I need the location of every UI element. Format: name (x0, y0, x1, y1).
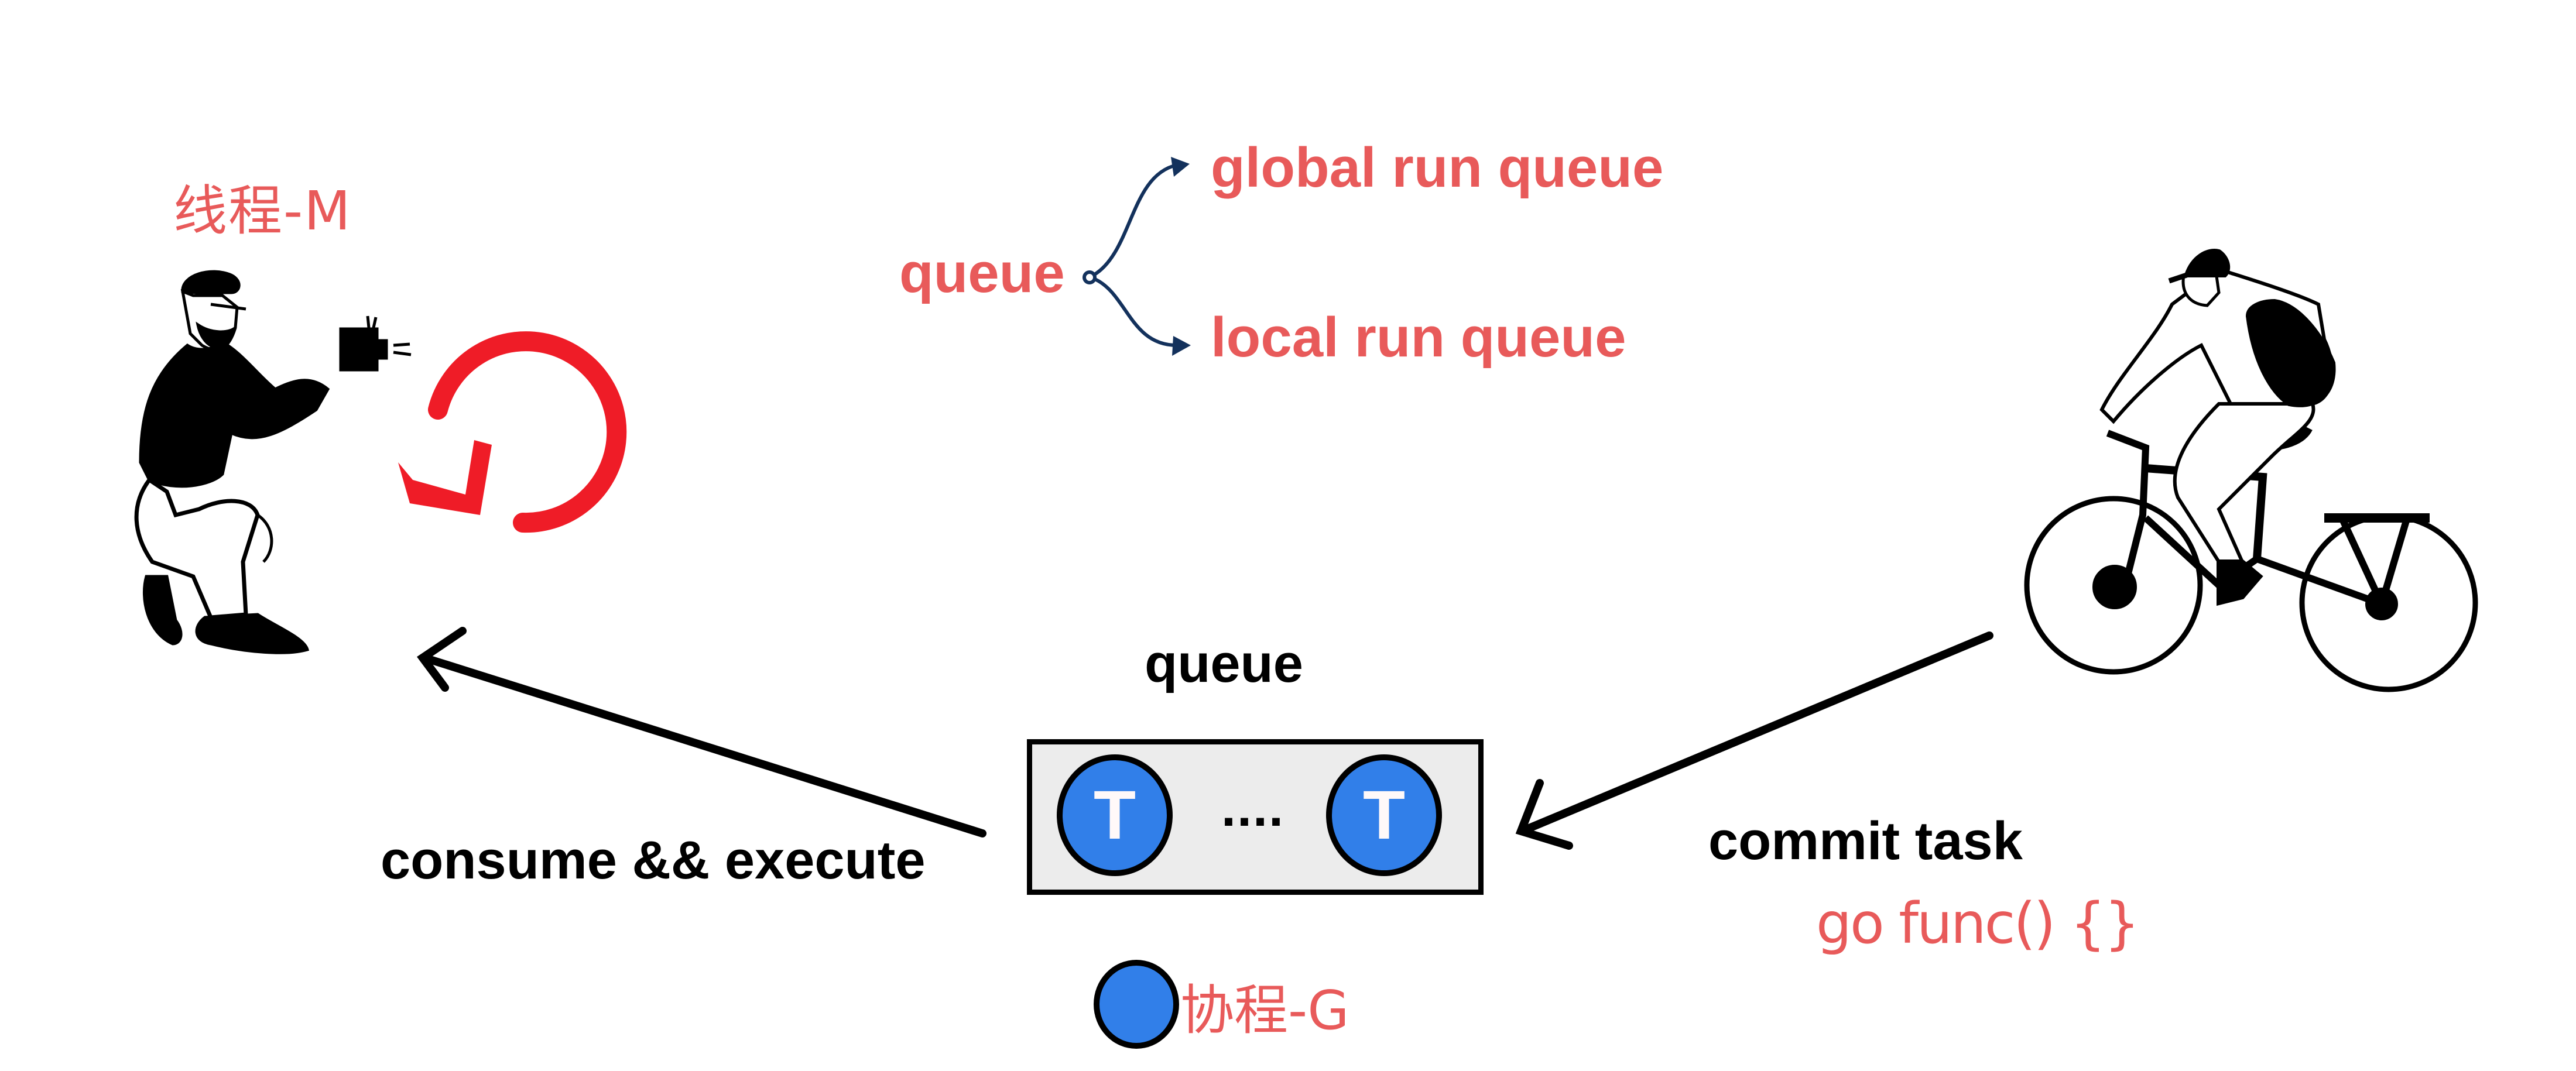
task-token: T (1057, 754, 1173, 876)
cyclist-illustration (2024, 249, 2478, 692)
local-run-queue-label: local run queue (1211, 306, 1626, 369)
front-wheel (2024, 496, 2203, 675)
commit-task-label: commit task (1708, 811, 2023, 871)
branch-arrowhead-global (1171, 157, 1190, 177)
photographer-illustration (134, 270, 412, 654)
consume-arrow (417, 627, 986, 837)
branch-node (1083, 270, 1097, 284)
global-run-queue-label: global run queue (1211, 136, 1664, 199)
branch-arrowhead-local (1172, 336, 1191, 356)
branch-connector (1083, 157, 1191, 356)
task-token-label: T (1362, 777, 1406, 854)
commit-arrow (1515, 631, 1993, 850)
refresh-loop-icon (398, 331, 627, 533)
queue-box-title: queue (1145, 634, 1303, 694)
task-token-label: T (1093, 777, 1136, 854)
branch-edge-local (1092, 277, 1177, 347)
goroutine-g-label: 协程-G (1180, 979, 1349, 1042)
go-func-snippet: go func() {} (1816, 891, 2140, 956)
branch-edge-global (1092, 163, 1177, 277)
thread-m-label: 线程-M (173, 180, 352, 242)
goroutine-legend-icon (1094, 960, 1179, 1049)
consume-execute-label: consume && execute (381, 830, 926, 890)
task-token: T (1326, 754, 1442, 876)
queue-ellipsis: .... (1221, 779, 1285, 837)
queue-branch-root-label: queue (899, 242, 1065, 304)
